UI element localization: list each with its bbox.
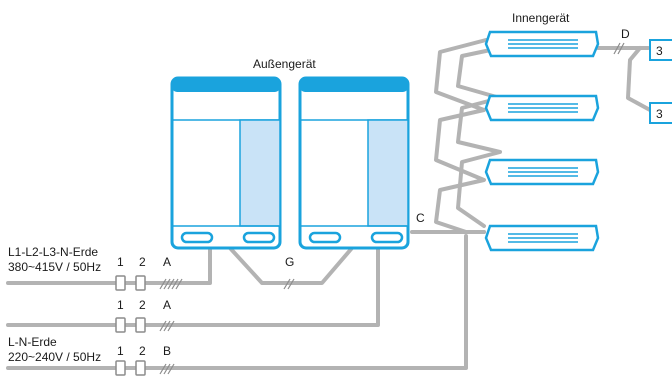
breaker-row3 xyxy=(115,360,146,376)
wire-indoor-chain-left xyxy=(434,38,488,234)
breaker-number: 2 xyxy=(139,344,146,358)
cable-letter-row2: A xyxy=(163,298,171,312)
breaker-number: 2 xyxy=(139,298,146,312)
outdoor-unit-2 xyxy=(298,76,410,250)
remote-box-2: 3 xyxy=(649,102,672,124)
cable-letter-to-indoor: C xyxy=(416,211,425,225)
cable-letter-row1: A xyxy=(163,255,171,269)
wire-indoor-chain-right xyxy=(456,46,502,228)
indoor-unit-3 xyxy=(484,158,600,186)
ticks-row1 xyxy=(159,278,183,290)
remote-box-label: 3 xyxy=(656,107,663,121)
unit-slot xyxy=(242,231,276,244)
wire-supply-3ph xyxy=(6,246,212,285)
indoor-unit-2 xyxy=(484,94,600,122)
indoor-unit-4 xyxy=(484,224,600,252)
cable-letter-indoor-link: D xyxy=(621,27,630,41)
breaker-row2 xyxy=(115,317,146,333)
remote-box-label: 3 xyxy=(656,44,663,58)
supply-3ph-voltage: 380~415V / 50Hz xyxy=(8,260,101,274)
cable-ticks xyxy=(159,42,625,375)
cable-letter-outdoor-link: G xyxy=(285,255,294,269)
breaker-row1 xyxy=(115,275,146,291)
breakers xyxy=(115,275,146,376)
unit-slot xyxy=(308,231,342,244)
remote-box-1: 3 xyxy=(649,39,672,61)
wire-supply-1ph-b xyxy=(6,234,468,370)
indoor-unit-1 xyxy=(484,30,600,58)
ticks-d xyxy=(613,42,625,55)
unit-slot xyxy=(370,231,404,244)
wire-remote-branch xyxy=(626,46,652,112)
outdoor-unit-label: Außengerät xyxy=(253,57,316,71)
ticks-row2 xyxy=(159,320,175,332)
breaker-number: 1 xyxy=(117,344,124,358)
supply-1ph-phases: L-N-Erde xyxy=(8,335,57,349)
unit-slot xyxy=(180,231,214,244)
breaker-number: 1 xyxy=(117,298,124,312)
cable-letter-row3: B xyxy=(163,344,171,358)
supply-1ph-voltage: 220~240V / 50Hz xyxy=(8,350,101,364)
wire-supply-1ph-a xyxy=(6,246,380,327)
ticks-row3 xyxy=(159,363,175,375)
ticks-g xyxy=(283,278,295,290)
wires xyxy=(6,38,652,370)
breaker-number: 2 xyxy=(139,255,146,269)
supply-3ph-phases: L1-L2-L3-N-Erde xyxy=(8,245,98,259)
outdoor-unit-1 xyxy=(170,76,282,250)
breaker-number: 1 xyxy=(117,255,124,269)
indoor-unit-label: Innengerät xyxy=(512,11,570,25)
